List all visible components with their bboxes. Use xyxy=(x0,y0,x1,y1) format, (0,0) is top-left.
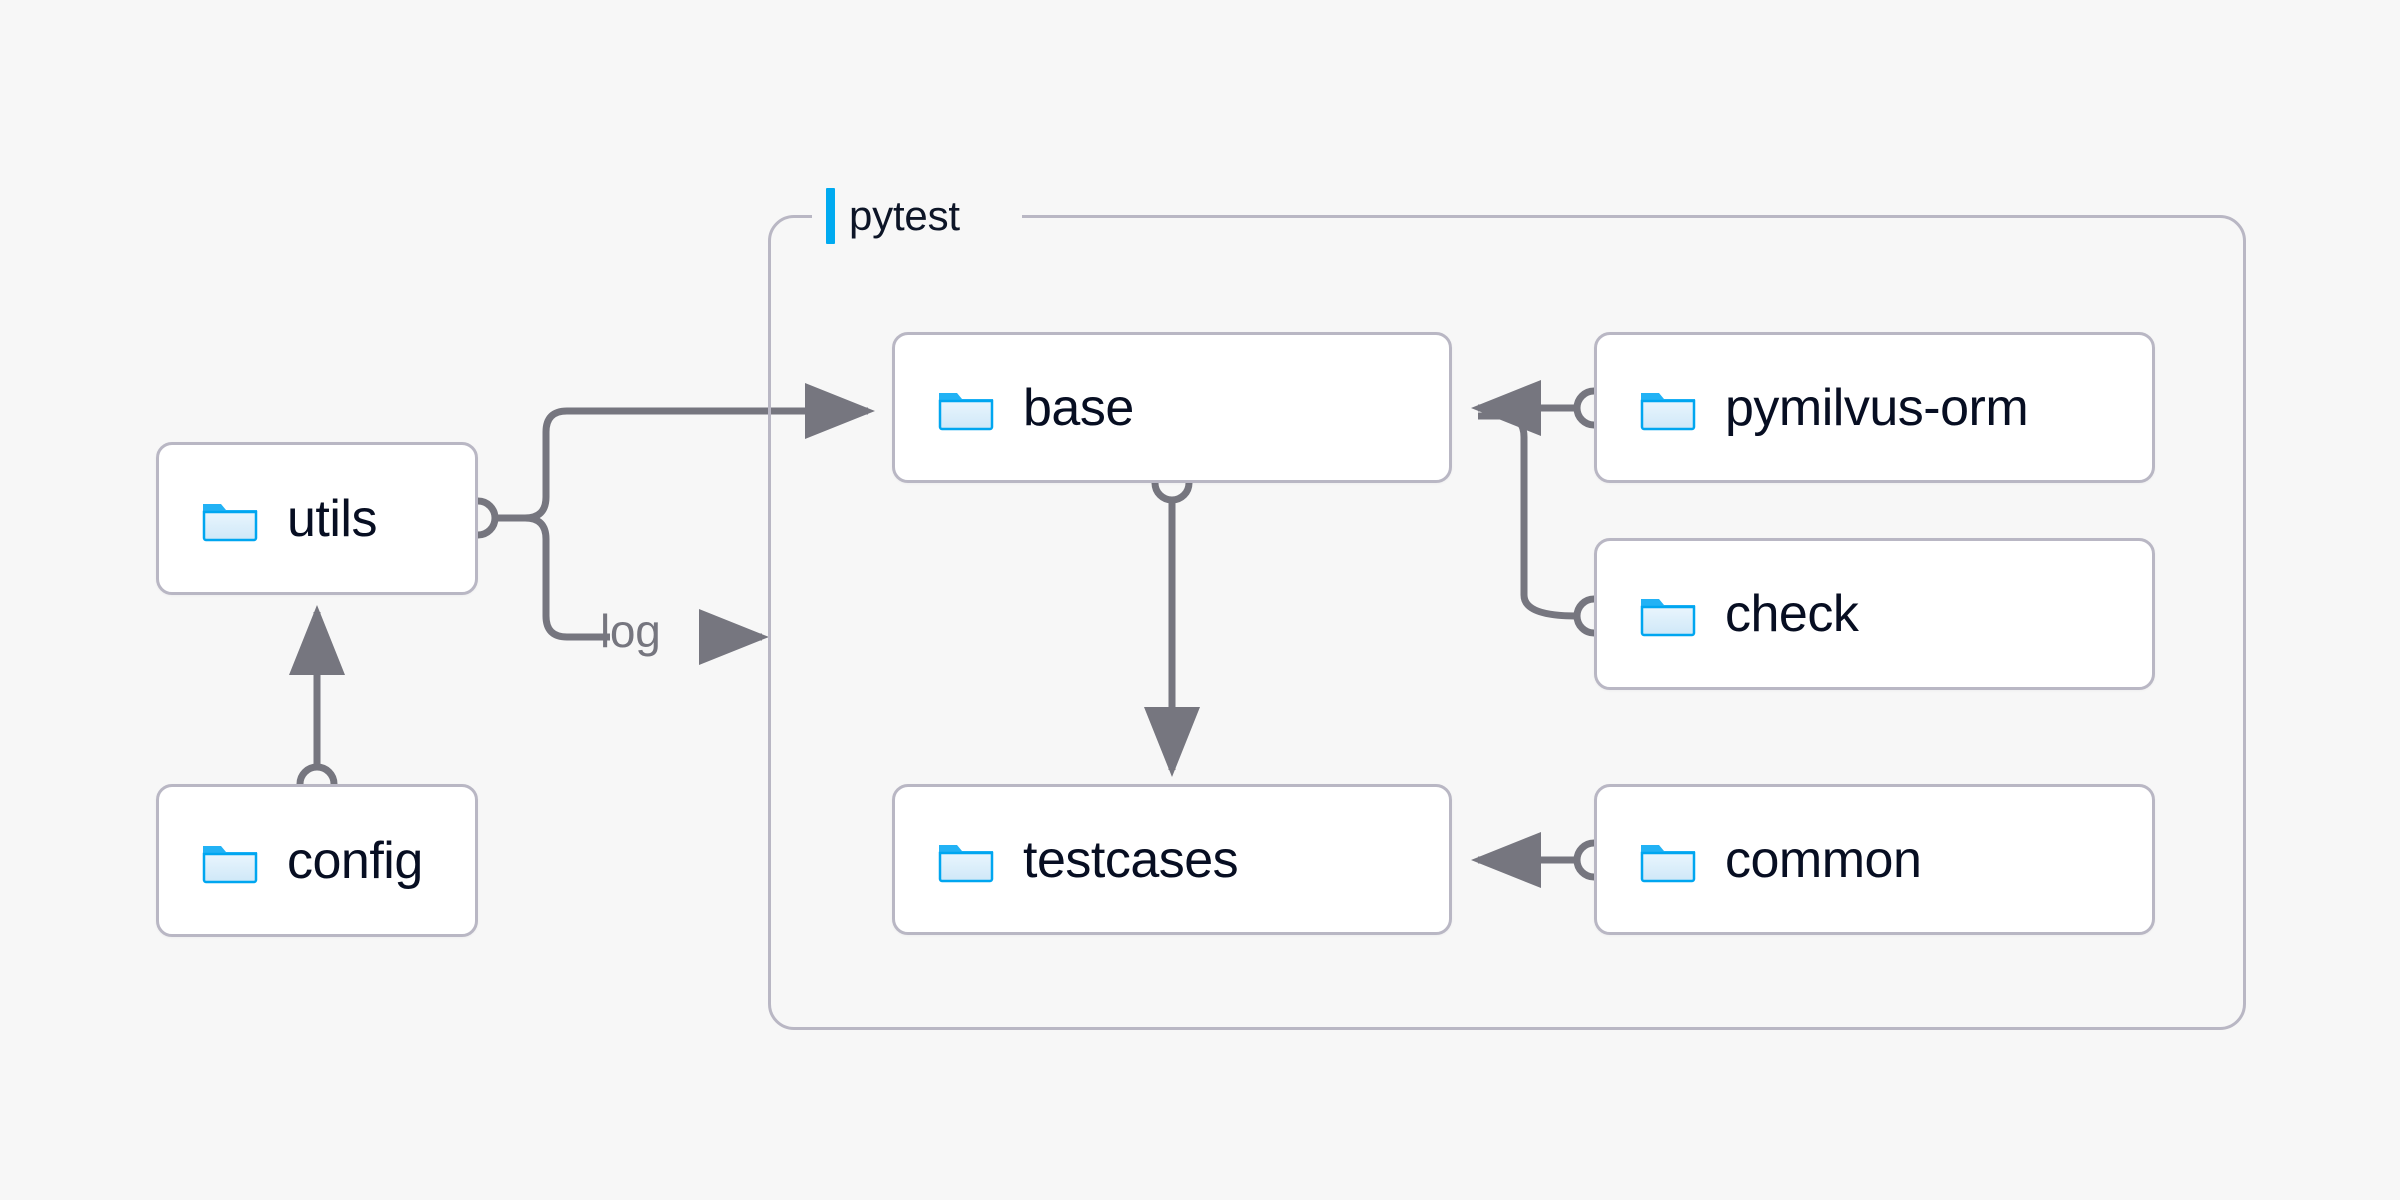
node-label: utils xyxy=(287,489,377,548)
group-title-label: pytest xyxy=(849,192,960,239)
node-testcases[interactable]: testcases xyxy=(892,784,1452,935)
node-config[interactable]: config xyxy=(156,784,478,937)
group-container-pytest xyxy=(768,215,2246,1030)
node-label: testcases xyxy=(1023,830,1239,889)
edge-check-to-base xyxy=(1478,412,1577,620)
folder-icon xyxy=(1640,844,1696,882)
folder-icon xyxy=(202,845,258,883)
group-title-mask xyxy=(812,200,1022,234)
node-label: check xyxy=(1725,585,1859,643)
node-pymilvus-orm[interactable]: pymilvus-orm xyxy=(1594,332,2155,483)
node-label: common xyxy=(1725,830,1922,889)
folder-icon xyxy=(202,503,258,541)
folder-icon xyxy=(938,392,994,430)
node-label: config xyxy=(287,831,423,890)
node-label: pymilvus-orm xyxy=(1725,378,2029,437)
accent-bar-icon xyxy=(826,188,835,244)
node-label: base xyxy=(1023,378,1134,437)
node-common[interactable]: common xyxy=(1594,784,2155,935)
folder-icon xyxy=(1640,599,1696,637)
edge-utils-to-pytest-log xyxy=(495,514,769,665)
edge-label-log: log xyxy=(600,605,661,657)
node-utils[interactable]: utils xyxy=(156,442,478,595)
folder-icon xyxy=(1640,392,1696,430)
node-check[interactable]: check xyxy=(1594,538,2155,690)
group-title-pytest: pytest xyxy=(826,186,960,246)
folder-icon xyxy=(938,844,994,882)
node-base[interactable]: base xyxy=(892,332,1452,483)
